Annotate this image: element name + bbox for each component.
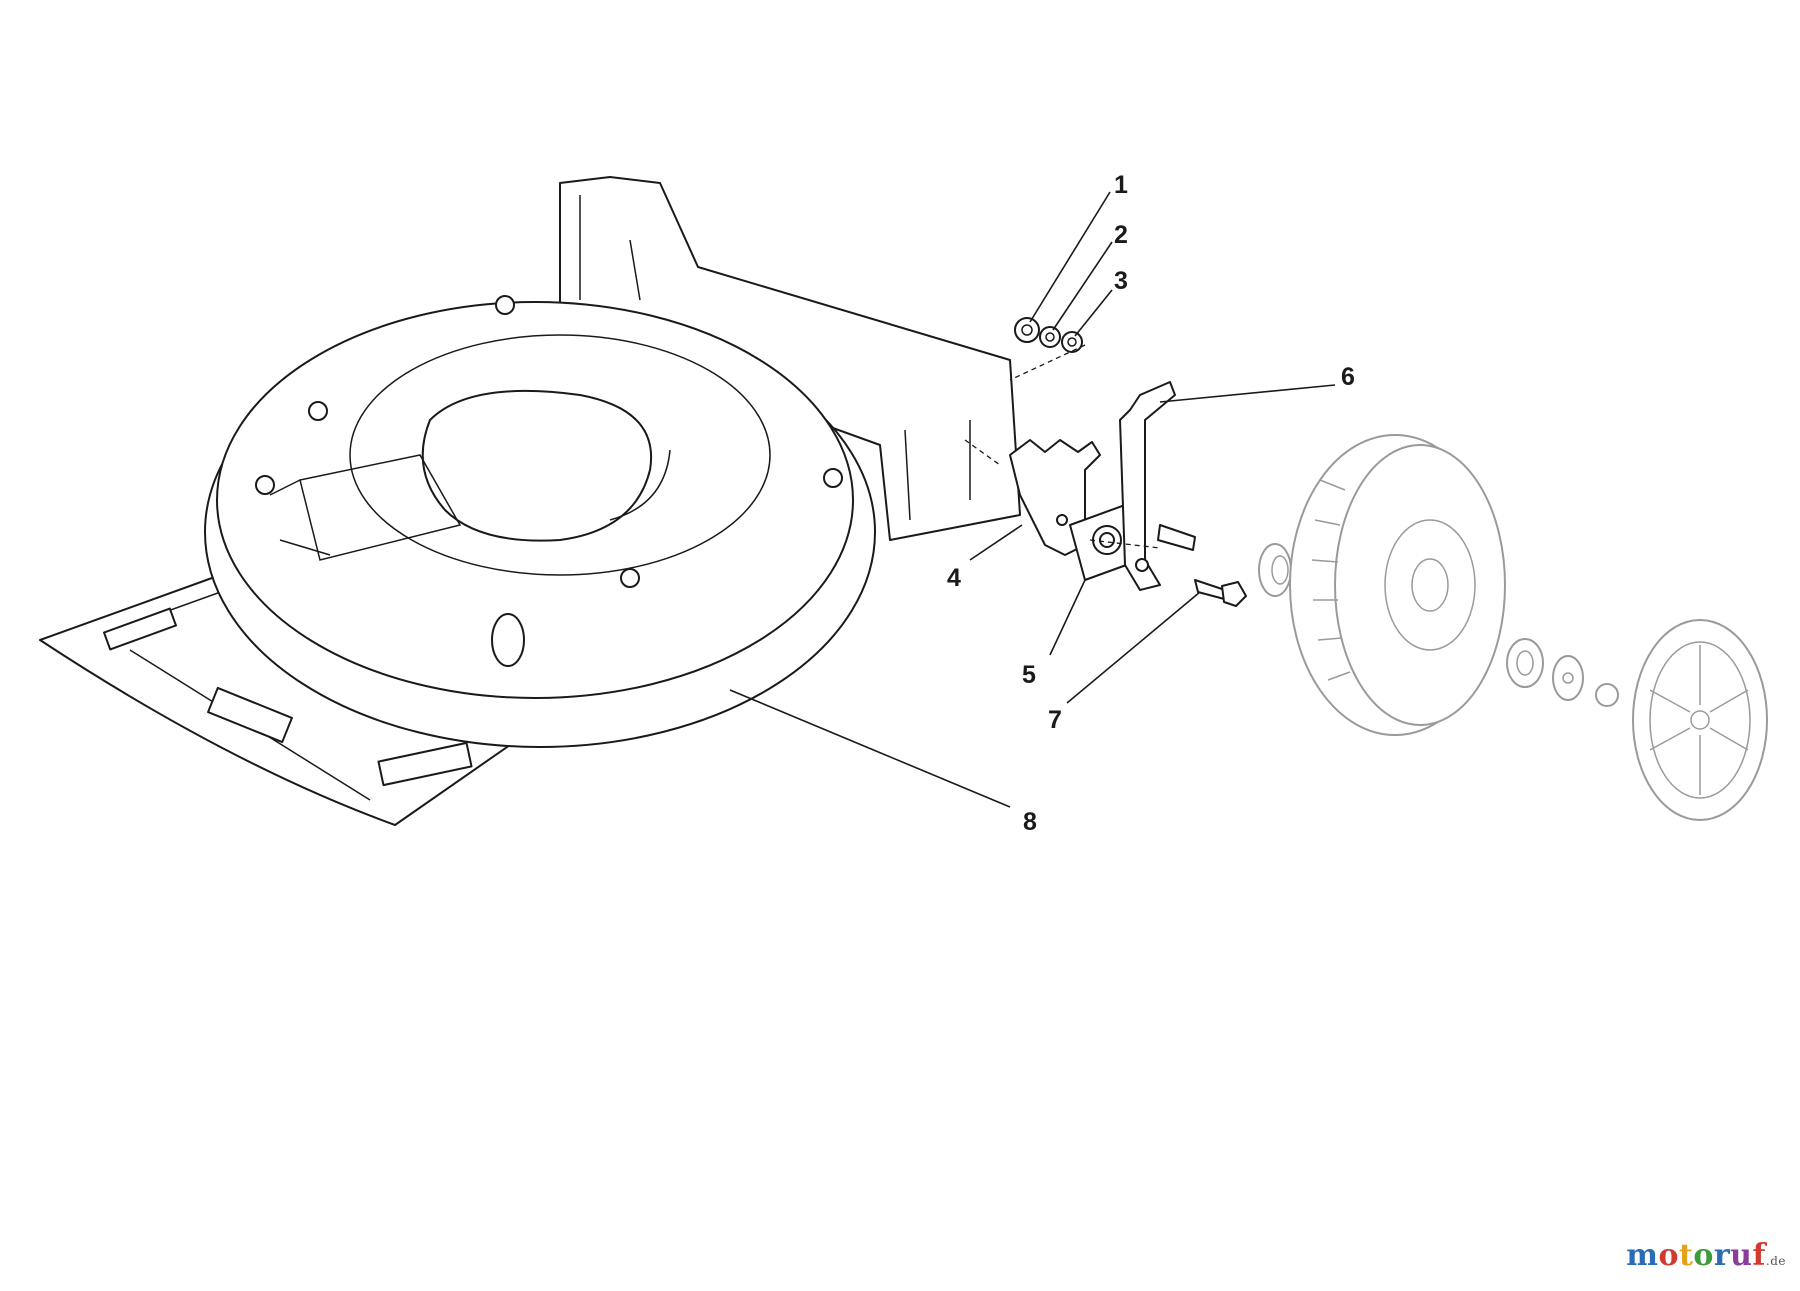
watermark-letter: r bbox=[1713, 1238, 1731, 1273]
watermark-letter: t bbox=[1678, 1238, 1694, 1273]
watermark-letter: u bbox=[1730, 1238, 1753, 1273]
wheel-assembly bbox=[1258, 434, 1768, 821]
mower-deck-part-8 bbox=[39, 176, 1021, 826]
axle-plate-part-5 bbox=[1069, 504, 1141, 581]
watermark-tld: .de bbox=[1765, 1254, 1786, 1268]
callout-7: 7 bbox=[1048, 706, 1062, 734]
motoruf-watermark-logo: motoruf.de bbox=[1626, 1238, 1786, 1273]
washer-part-3 bbox=[1061, 331, 1083, 353]
callout-2: 2 bbox=[1114, 221, 1128, 249]
deck-bolts bbox=[255, 295, 843, 667]
watermark-letter: o bbox=[1693, 1238, 1714, 1273]
leader-lines bbox=[729, 191, 1336, 808]
watermark-letter: m bbox=[1626, 1238, 1659, 1273]
nut-part-1 bbox=[1014, 317, 1040, 343]
adjust-lever-part-6 bbox=[1119, 381, 1196, 591]
callout-6: 6 bbox=[1341, 363, 1355, 391]
watermark-letter: o bbox=[1658, 1238, 1679, 1273]
wheel-tire bbox=[1289, 434, 1506, 736]
callout-1: 1 bbox=[1114, 171, 1128, 199]
callout-4: 4 bbox=[947, 564, 961, 592]
washer-part-2 bbox=[1039, 326, 1061, 348]
callout-3: 3 bbox=[1114, 267, 1128, 295]
wheel-nut bbox=[1595, 683, 1619, 707]
motor-opening bbox=[421, 389, 653, 542]
callout-8: 8 bbox=[1023, 808, 1037, 836]
callouts: 1 2 3 4 5 6 7 8 bbox=[947, 171, 1355, 836]
wheel-washer bbox=[1552, 655, 1584, 701]
watermark-letter: f bbox=[1752, 1238, 1766, 1273]
watermark-brand: motoruf bbox=[1626, 1238, 1766, 1273]
hubcap bbox=[1632, 619, 1768, 821]
wheel-bearing bbox=[1506, 638, 1544, 688]
gear-pinion bbox=[1258, 543, 1292, 597]
bolt-part-7 bbox=[1194, 579, 1247, 607]
callout-5: 5 bbox=[1022, 661, 1036, 689]
